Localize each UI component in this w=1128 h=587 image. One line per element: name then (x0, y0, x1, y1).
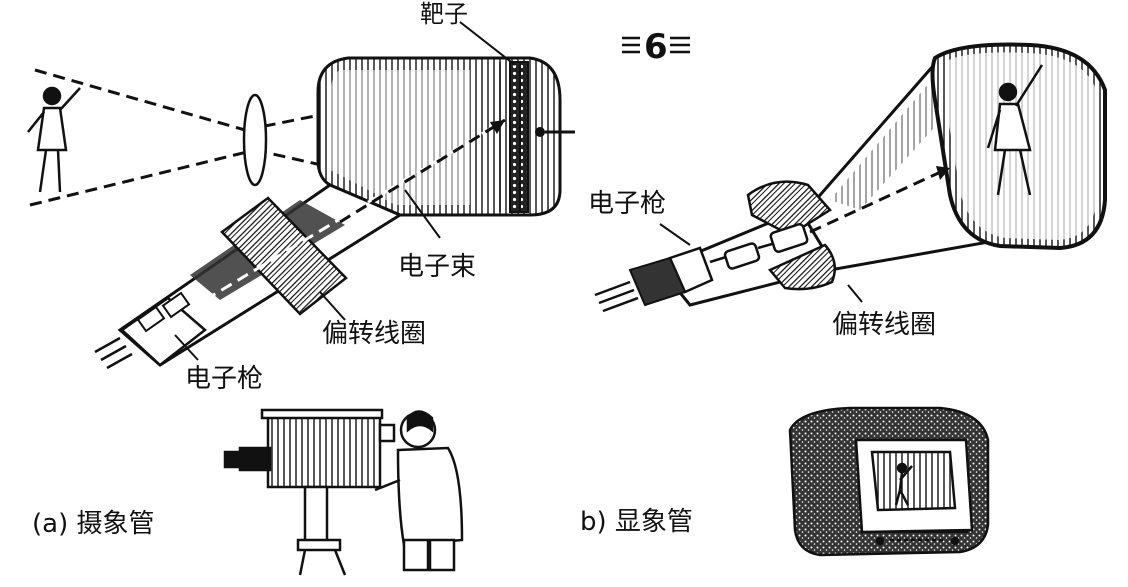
caption-camera-tube: (a) 摄象管 (32, 509, 155, 539)
electron-gun-label-a: 电子枪 (185, 364, 263, 394)
screen-image-figure (986, 64, 1044, 196)
electron-beam-label: 电子束 (398, 252, 476, 282)
picture-tube-diagram: 电子枪 偏转线圈 (588, 42, 1107, 340)
figure-number-text: 6 (644, 27, 668, 67)
camera-operator-illustration (223, 408, 464, 576)
figure-number: 6 (622, 27, 690, 67)
camera-tube-diagram: 靶子 电子束 偏转线圈 电子枪 (27, 0, 575, 394)
person-figure (27, 86, 81, 193)
target-label: 靶子 (420, 0, 468, 28)
electron-gun-label-b: 电子枪 (588, 189, 666, 219)
deflection-coil-label-b: 偏转线圈 (832, 310, 936, 340)
television-illustration (788, 406, 990, 557)
deflection-coil-label-a: 偏转线圈 (322, 319, 426, 349)
caption-picture-tube: b) 显象管 (580, 507, 693, 537)
